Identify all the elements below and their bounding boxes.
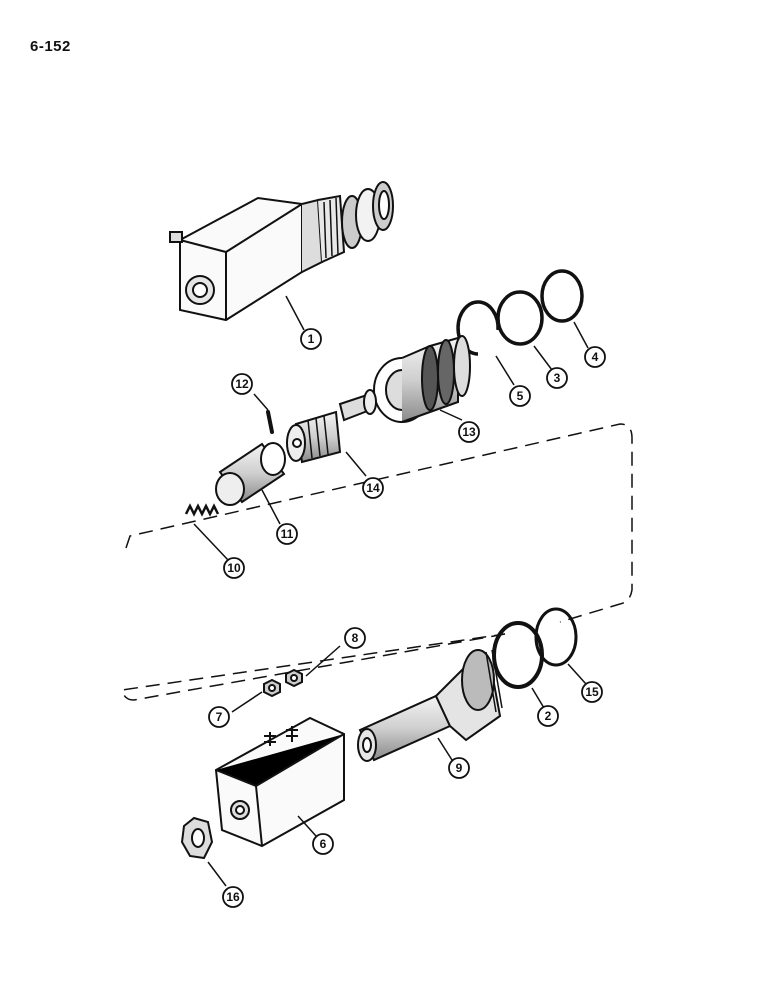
callout-label: 9: [456, 761, 463, 775]
callout-8: 8: [344, 627, 366, 649]
callout-label: 12: [235, 377, 249, 391]
callouts: 1 2 3 4 5 6 7 8 9 10 11 12 13 14 15 16: [208, 328, 606, 908]
callout-4: 4: [584, 346, 606, 368]
part-6-solenoid-coil: [214, 716, 345, 848]
callout-label: 11: [281, 527, 294, 541]
callout-label: 6: [320, 837, 327, 851]
callout-label: 7: [216, 710, 223, 724]
part-4-backup-ring: [540, 269, 584, 323]
callout-14: 14: [362, 477, 384, 499]
callout-label: 13: [462, 425, 476, 439]
callout-9: 9: [448, 757, 470, 779]
part-3-o-ring: [496, 290, 544, 346]
part-13-cartridge-sleeve: [373, 335, 471, 423]
callout-15: 15: [581, 681, 603, 703]
part-10-spring: [184, 503, 220, 517]
callout-6: 6: [312, 833, 334, 855]
callout-13: 13: [458, 421, 480, 443]
part-14-spool: [286, 389, 377, 464]
callout-label: 16: [226, 890, 240, 904]
callout-2: 2: [537, 705, 559, 727]
callout-label: 2: [545, 709, 552, 723]
callout-16: 16: [222, 886, 244, 908]
assembly-group-dashed-outline: [121, 423, 633, 701]
callout-5: 5: [509, 385, 531, 407]
part-1-solenoid-valve: [169, 181, 394, 322]
part-11-plunger: [215, 442, 286, 506]
callout-label: 15: [585, 685, 599, 699]
callout-1: 1: [300, 328, 322, 350]
callout-label: 4: [592, 350, 599, 364]
part-8-nut: [285, 668, 303, 688]
part-12-pin: [266, 410, 274, 434]
part-9-valve-stem: [357, 649, 503, 762]
callout-label: 3: [554, 371, 561, 385]
callout-11: 11: [276, 523, 298, 545]
callout-label: 14: [366, 481, 380, 495]
callout-label: 5: [517, 389, 524, 403]
part-15-backup-ring: [534, 607, 578, 667]
callout-12: 12: [231, 373, 253, 395]
callout-3: 3: [546, 367, 568, 389]
part-16-hex-nut: [180, 816, 214, 860]
callout-label: 8: [352, 631, 359, 645]
callout-label: 10: [227, 561, 241, 575]
part-7-nut: [263, 678, 281, 698]
page-number: 6-152: [30, 38, 71, 55]
callout-label: 1: [308, 332, 315, 346]
leader-lines: [193, 295, 589, 887]
callout-7: 7: [208, 706, 230, 728]
callout-10: 10: [223, 557, 245, 579]
